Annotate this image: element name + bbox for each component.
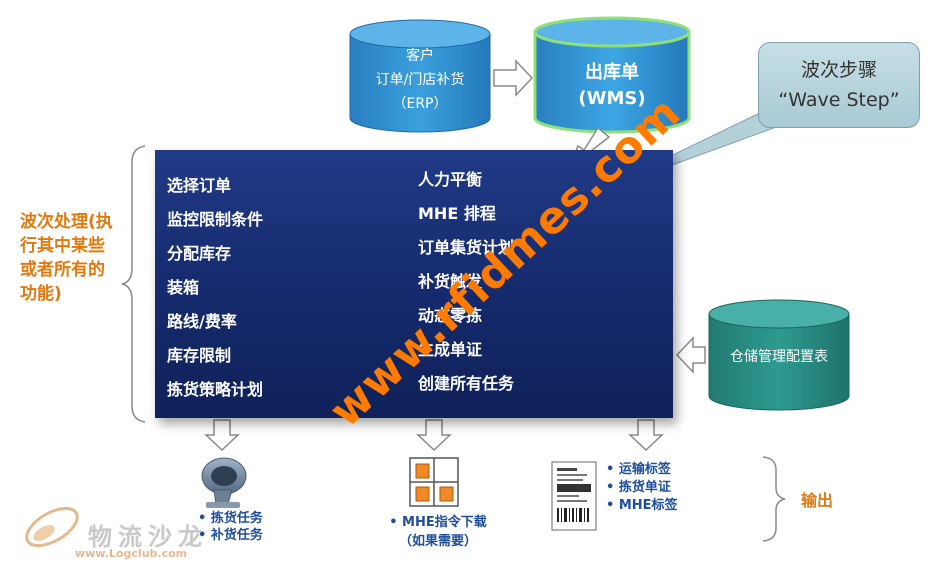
task-right-item: 动态零拣 [418,306,483,325]
erp-line-2: 订单/门店补货 [375,72,465,88]
output-scanner-line-1: • 拣货任务 [198,511,263,526]
arrow-config-to-panel [675,336,706,374]
erp-line-1: 客户 [406,48,434,64]
output-mhe-line-1: • MHE指令下载 [389,515,487,530]
config-cylinder [708,299,850,411]
wms-cylinder [533,16,691,134]
erp-cylinder-label: 客户 订单/门店补货 （ERP） [350,44,490,116]
callout-line-2: “Wave Step” [778,89,900,111]
arrow-down-middle [416,419,452,452]
task-right-item: 生成单证 [418,340,483,359]
task-left-item: 库存限制 [167,346,232,365]
arrow-down-left [204,419,240,452]
wms-line-2: (WMS) [578,88,646,109]
arrow-down-right [628,419,664,452]
output-labels-line-2: • 拣货单证 [606,480,671,495]
task-left-item: 装箱 [167,278,200,297]
barcode-scanner-icon [201,457,247,508]
output-labels-text: • 运输标签 • 拣货单证 • MHE标签 [606,461,678,515]
config-cylinder-label: 仓储管理配置表 [730,349,828,365]
left-brace [121,145,146,423]
arrow-erp-to-wms [493,59,534,97]
task-left-item: 拣货策略计划 [167,380,264,399]
task-right-item: 人力平衡 [418,170,483,189]
output-mhe-line-2: （如果需要） [398,534,477,549]
output-scanner-text: • 拣货任务 • 补货任务 [198,510,263,544]
output-labels-line-3: • MHE标签 [606,498,678,513]
wms-line-1: 出库单 [585,62,639,83]
erp-line-3: （ERP） [392,96,448,112]
wms-cylinder-label: 出库单 (WMS) [535,60,689,112]
task-left-item: 分配库存 [167,244,232,263]
output-scanner-line-2: • 补货任务 [198,528,263,543]
output-brace [762,456,786,542]
task-right-item: 订单集货计划 [418,238,515,257]
logo-url: www.Logclub.com [75,547,188,560]
task-left-item: 路线/费率 [167,312,237,331]
task-left-item: 选择订单 [167,176,232,195]
task-right-item: 补货触发 [418,272,483,291]
erp-cylinder [349,19,491,133]
output-label: 输出 [801,491,834,510]
wave-processing-panel: 选择订单监控限制条件分配库存装箱路线/费率库存限制拣货策略计划 人力平衡 MHE … [155,150,673,418]
task-left-item: 监控限制条件 [167,210,264,229]
logo-name: 物流沙龙 [88,522,208,551]
output-labels-line-1: • 运输标签 [606,462,671,477]
logo-swoosh-icon [25,506,79,548]
shipping-label-icon [551,461,597,531]
task-right-item: 创建所有任务 [418,374,515,393]
callout-line-1: 波次步骤 [800,59,877,81]
task-right-item: MHE 排程 [418,204,496,223]
wave-processing-label: 波次处理(执行其中某些或者所有的功能) [20,212,113,304]
output-mhe-text: • MHE指令下载 （如果需要） [384,513,492,551]
mhe-grid-icon [409,457,459,507]
wave-step-callout: 波次步骤 “Wave Step” [758,42,920,128]
